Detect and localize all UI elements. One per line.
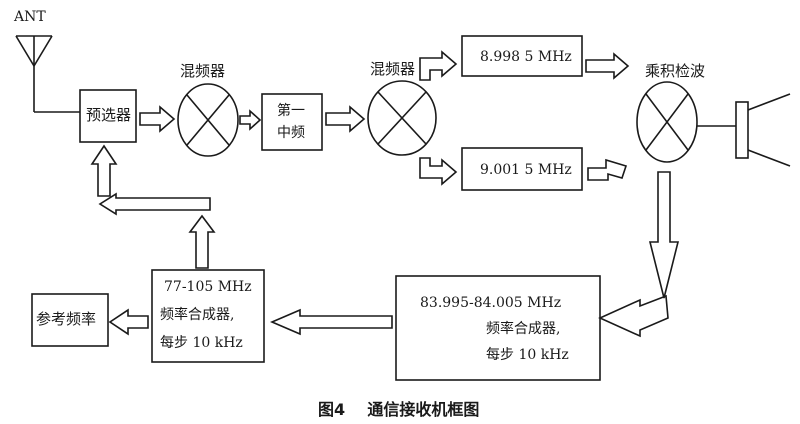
arrow-mixer2-to-lower-filter <box>419 157 458 186</box>
right-synth-line1: 83.995-84.005 MHz <box>420 295 562 311</box>
arrow-detector-to-right-synth <box>648 171 680 299</box>
antenna-icon <box>15 35 80 113</box>
arrow-right-synth-to-left-synth <box>269 308 393 336</box>
first-if-box <box>261 93 323 151</box>
filter-upper-label: 8.998 5 MHz <box>480 49 572 65</box>
left-synthesizer-box <box>151 269 265 363</box>
figure-title: 通信接收机框图 <box>367 400 480 419</box>
speaker-icon <box>735 93 791 167</box>
right-synth-line3: 每步 10 kHz <box>486 347 569 363</box>
arrow-into-right-synth <box>598 294 669 338</box>
antenna-label: ANT <box>14 9 46 25</box>
product-detector-symbol <box>636 81 698 163</box>
left-synth-line2: 频率合成器, <box>160 307 235 323</box>
right-synth-line2: 频率合成器, <box>486 321 561 337</box>
arrow-left-synth-up <box>188 214 216 269</box>
figure-caption: 图4 通信接收机框图 <box>318 396 479 420</box>
filter-8-9985-box <box>461 35 583 77</box>
arrow-feedback-to-preselector <box>90 144 118 197</box>
mixer2-symbol <box>367 80 437 156</box>
arrow-preselector-to-mixer1 <box>139 105 176 133</box>
reference-frequency-box <box>31 293 109 347</box>
mixer1-symbol <box>177 83 239 157</box>
arrow-mixer1-to-if1 <box>239 109 262 131</box>
reference-label: 参考频率 <box>36 310 97 328</box>
figure-number: 图4 <box>318 400 346 419</box>
arrow-upper-filter-to-detector <box>585 52 630 80</box>
left-synth-line3: 每步 10 kHz <box>160 335 243 351</box>
arrow-if1-to-mixer2 <box>325 105 366 133</box>
filter-lower-label: 9.001 5 MHz <box>480 162 572 178</box>
arrow-mixer2-to-upper-filter <box>419 50 458 81</box>
left-synth-line1: 77-105 MHz <box>164 279 252 295</box>
product-detector-label: 乘积检波 <box>645 62 706 80</box>
arrow-feedback-horizontal <box>98 192 211 216</box>
right-synthesizer-box <box>395 275 601 381</box>
filter-9-0015-box <box>461 147 583 191</box>
arrow-lower-filter-to-detector <box>587 158 628 181</box>
first-if-label-line1: 第一 <box>277 103 305 119</box>
preselector-box <box>79 89 137 143</box>
mixer2-label: 混频器 <box>370 60 416 78</box>
mixer1-label: 混频器 <box>180 62 226 80</box>
preselector-label: 预选器 <box>86 106 132 124</box>
first-if-label-line2: 中频 <box>277 125 305 141</box>
arrow-left-synth-to-reference <box>108 308 149 336</box>
